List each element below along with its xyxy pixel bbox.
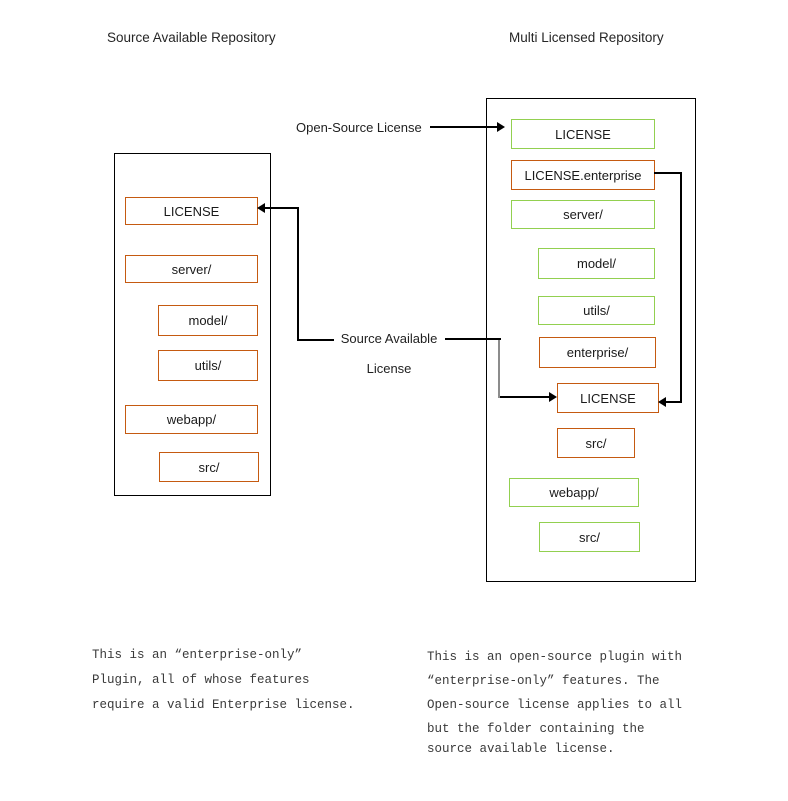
right-repo-outline	[486, 98, 696, 582]
open-source-license-label: Open-Source License	[296, 120, 422, 135]
file-box-right-license-inner: LICENSE	[557, 383, 659, 413]
file-box-left-webapp: webapp/	[125, 405, 258, 434]
note-line: require a valid Enterprise license.	[92, 698, 355, 712]
note-line: source available license.	[427, 742, 615, 756]
file-box-label: src/	[585, 435, 607, 451]
right-repo-title: Multi Licensed Repository	[509, 30, 664, 45]
note-line: This is an open-source plugin with	[427, 650, 683, 664]
file-box-label: LICENSE	[580, 390, 636, 406]
left-repo-title: Source Available Repository	[107, 30, 276, 45]
open-source-arrow-line	[430, 126, 497, 128]
source-available-left-arrow-line	[265, 207, 299, 209]
arrowhead-left-icon	[658, 397, 666, 407]
file-box-left-utils: utils/	[158, 350, 258, 381]
file-box-right-webapp: webapp/	[509, 478, 639, 507]
file-box-right-src: src/	[539, 522, 640, 552]
file-box-right-src-enterprise: src/	[557, 428, 635, 458]
file-box-label: server/	[171, 261, 212, 277]
file-box-right-model: model/	[538, 248, 655, 279]
file-box-right-enterprise-folder: enterprise/	[539, 337, 656, 368]
file-box-label: model/	[188, 313, 228, 328]
arrowhead-right-icon	[549, 392, 557, 402]
note-line: Open-source license applies to all	[427, 698, 683, 712]
file-box-label: webapp/	[549, 485, 599, 500]
file-box-label: LICENSE.enterprise	[524, 167, 642, 183]
file-box-label: model/	[576, 256, 617, 271]
source-available-right-arrow-line	[445, 338, 501, 340]
source-available-right-arrow-line	[500, 396, 549, 398]
license-enterprise-arrow-line	[680, 172, 682, 403]
file-box-left-src: src/	[159, 452, 259, 482]
file-box-right-utils: utils/	[538, 296, 655, 325]
file-box-right-license-open: LICENSE	[511, 119, 655, 149]
note-line: This is an “enterprise-only”	[92, 648, 303, 662]
left-repo-outline	[114, 153, 271, 496]
note-line: Plugin, all of whose features	[92, 673, 310, 687]
file-box-right-license-enterprise: LICENSE.enterprise	[511, 160, 655, 190]
left-repo-note: This is an “enterprise-only” Plugin, all…	[92, 648, 355, 723]
file-box-left-server: server/	[125, 255, 258, 283]
file-box-left-license: LICENSE	[125, 197, 258, 225]
file-box-label: LICENSE	[163, 203, 220, 219]
source-available-license-label-line2: License	[366, 361, 412, 376]
source-available-left-arrow-line	[297, 207, 299, 341]
file-box-right-server: server/	[511, 200, 655, 229]
file-box-label: src/	[579, 529, 600, 545]
note-line: “enterprise-only” features. The	[427, 674, 660, 688]
source-available-right-arrow-line	[498, 340, 500, 398]
license-enterprise-arrow-line	[665, 401, 681, 403]
file-box-label: src/	[198, 459, 220, 475]
file-box-label: server/	[563, 207, 603, 222]
license-enterprise-arrow-line	[654, 172, 682, 174]
file-box-label: webapp/	[166, 412, 217, 427]
arrowhead-right-icon	[497, 122, 505, 132]
right-repo-note: This is an open-source plugin with “ente…	[427, 650, 682, 762]
file-box-label: utils/	[194, 358, 222, 373]
arrowhead-left-icon	[257, 203, 265, 213]
source-available-license-label-line1: Source Available	[340, 331, 438, 346]
file-box-label: utils/	[583, 303, 610, 318]
file-box-label: LICENSE	[555, 126, 611, 142]
file-box-label: enterprise/	[566, 345, 629, 360]
file-box-left-model: model/	[158, 305, 258, 336]
note-line: but the folder containing the	[427, 722, 645, 736]
source-available-left-arrow-line	[297, 339, 334, 341]
